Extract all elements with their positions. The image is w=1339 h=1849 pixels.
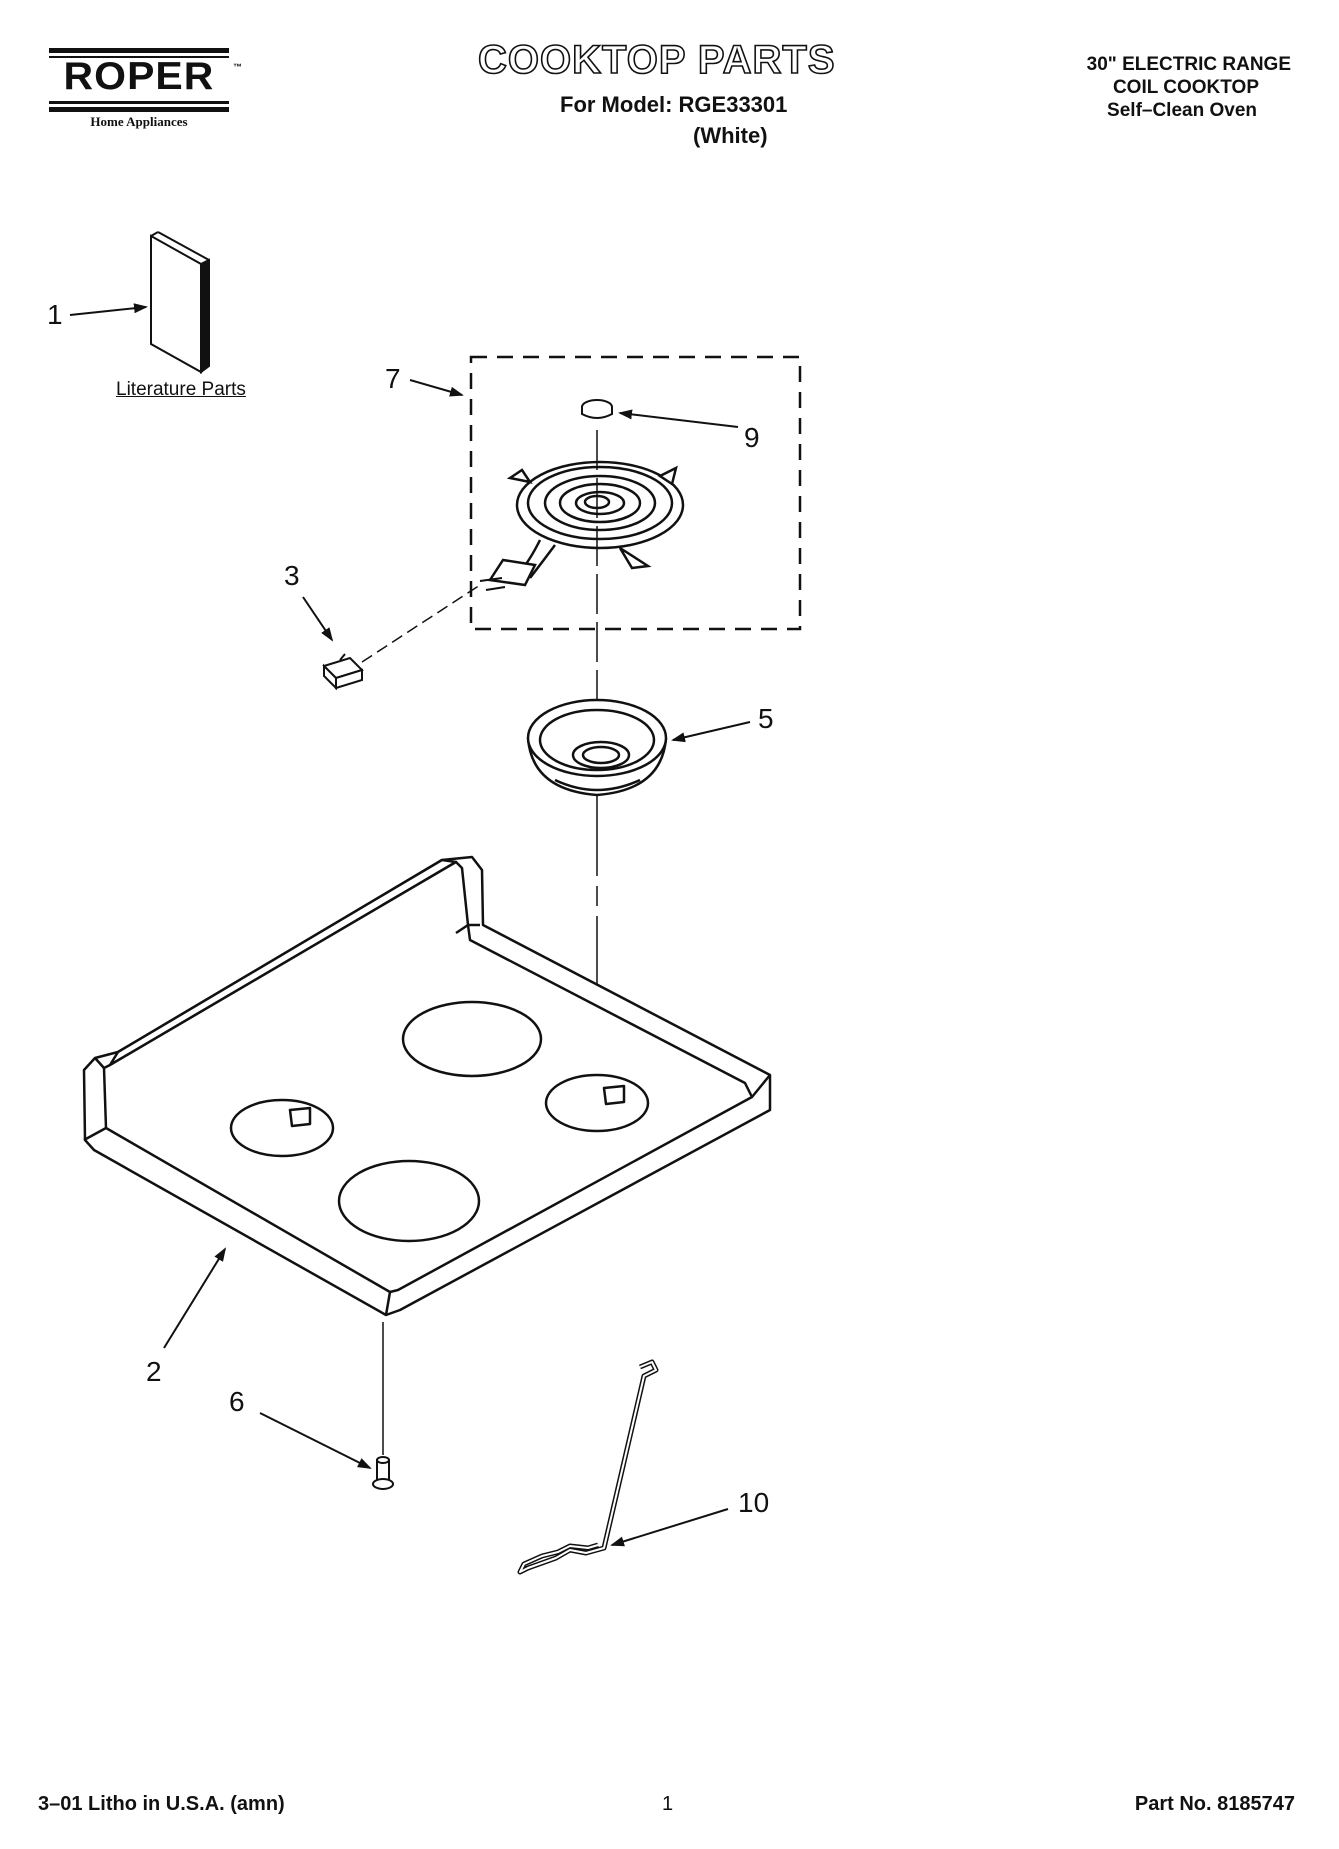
callout-1-leader [69,303,148,316]
model-line: For Model: RGE33301 [560,92,788,117]
print-info: 3–01 Litho in U.S.A. (amn) [38,1793,285,1815]
small-burner-opening-left [229,1098,335,1158]
callout-10-leader [610,1508,729,1547]
callout-9: 9 [744,422,760,453]
small-burner-opening-right [544,1073,650,1133]
element-assembly-box [469,355,802,631]
literature-parts-label: Literature Parts [116,379,246,400]
large-burner-opening-front [337,1159,481,1243]
terminal-pin-b [485,586,506,591]
drip-bowl [526,698,668,797]
callout-3-leader [302,596,334,642]
spec-line-2: COIL COOKTOP [1112,77,1259,98]
cooktop-main-top [82,855,772,1317]
trademark-symbol: ™ [233,62,242,72]
large-burner-opening-back [401,1000,543,1078]
brand-logo: ROPER [63,55,215,98]
logo-top-bar [49,48,229,53]
callout-7-leader [409,379,464,397]
coil-surface-element [487,460,685,587]
page-number: 1 [662,1793,674,1815]
callout-10: 10 [738,1487,770,1518]
callout-5: 5 [758,703,774,734]
terminal-block [322,653,364,691]
callout-5-leader [671,721,751,743]
callout-6-leader [259,1412,372,1469]
callout-2: 2 [146,1356,162,1387]
spec-line-3: Self–Clean Oven [1107,100,1257,121]
page-title: COOKTOP PARTS [477,37,836,83]
terminal-leader-dashed [361,584,481,663]
spec-line-1: 30" ELECTRIC RANGE [1086,54,1291,75]
terminal-pin-a [479,577,503,582]
wire-bracket [517,1359,659,1575]
callout-9-leader [618,409,739,428]
logo-bottom-bar-2 [49,107,229,112]
callout-2-leader [163,1247,227,1349]
logo-mid-bar [49,56,229,58]
mounting-screw [372,1456,394,1490]
callout-6: 6 [229,1386,245,1417]
part-number: Part No. 8185747 [1134,1793,1295,1815]
callout-3: 3 [284,560,300,591]
color-line: (White) [693,123,768,148]
logo-bottom-bar [49,101,229,104]
brand-subtitle: Home Appliances [90,114,188,129]
callout-7: 7 [385,363,401,394]
callout-1: 1 [47,299,63,330]
element-cap [581,399,613,419]
literature-booklet [150,231,210,374]
